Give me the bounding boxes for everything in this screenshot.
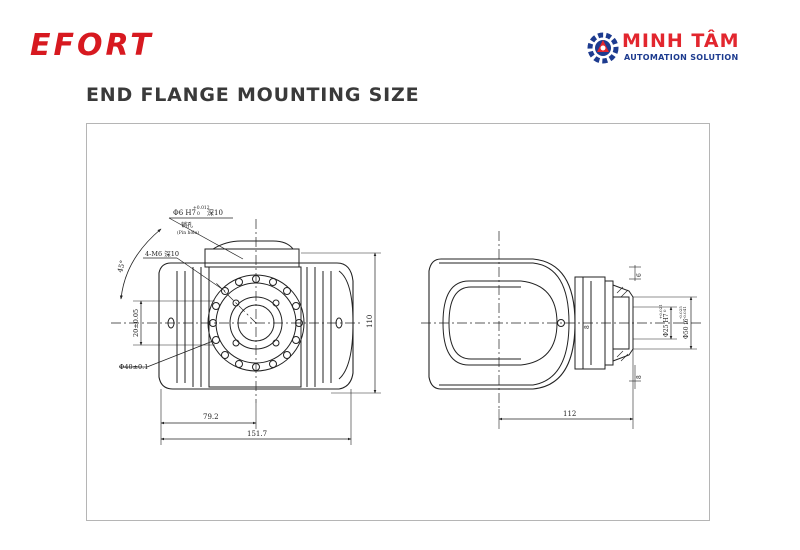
height-label: 110 xyxy=(366,315,374,328)
small-label-a: 6 xyxy=(636,273,643,277)
pin-hole-tol-top: +0.012 xyxy=(193,205,210,211)
pcd-dia-label: Φ40±0.1 xyxy=(119,363,148,371)
minh-tam-name: MINH TÂM xyxy=(622,30,740,52)
small-label-b: 8 xyxy=(636,375,643,379)
offset-label: 79.2 xyxy=(203,413,219,421)
width-label: 151.7 xyxy=(247,430,267,438)
flange-tol-bot: -0.041 xyxy=(682,306,687,319)
pin-hole-tol-bot: 0 xyxy=(197,211,200,217)
technical-drawing: Φ6 H7 +0.012 0 深10 销孔 (Pin hole) 4-M6 深1… xyxy=(111,205,701,445)
thread-label: 4-M6 深10 xyxy=(145,249,179,258)
gear-logo-icon xyxy=(587,32,619,64)
hatched-section xyxy=(616,286,629,362)
page-title: END FLANGE MOUNTING SIZE xyxy=(86,84,420,106)
flange-tol-top: -0.025 xyxy=(678,306,683,319)
bore-tol-top: +0.021 xyxy=(658,304,663,319)
minh-tam-tagline: AUTOMATION SOLUTION xyxy=(624,53,739,62)
pin-hole-en: (Pin hole) xyxy=(177,229,199,236)
angle-label: 45° xyxy=(116,259,127,273)
bore-label: Φ25 H7 xyxy=(663,313,670,337)
left-view xyxy=(111,217,381,445)
pcd-offset-label: 20±0.05 xyxy=(132,309,140,337)
minh-tam-logo: MINH TÂM AUTOMATION SOLUTION xyxy=(586,30,776,70)
pin-hole-label: Φ6 H7 xyxy=(173,209,196,217)
flange-dia-label: Φ50 f6 xyxy=(683,318,690,339)
pin-hole-depth: 深10 xyxy=(207,208,223,217)
length-label: 112 xyxy=(563,410,576,418)
depth-label: 8 xyxy=(584,325,591,329)
pin-hole-cn: 销孔 xyxy=(181,221,193,229)
right-view xyxy=(421,231,701,429)
bore-tol-bot: 0 xyxy=(662,309,667,312)
drawing-frame: Φ6 H7 +0.012 0 深10 销孔 (Pin hole) 4-M6 深1… xyxy=(86,123,710,521)
efort-logo: EFORT xyxy=(30,28,154,63)
